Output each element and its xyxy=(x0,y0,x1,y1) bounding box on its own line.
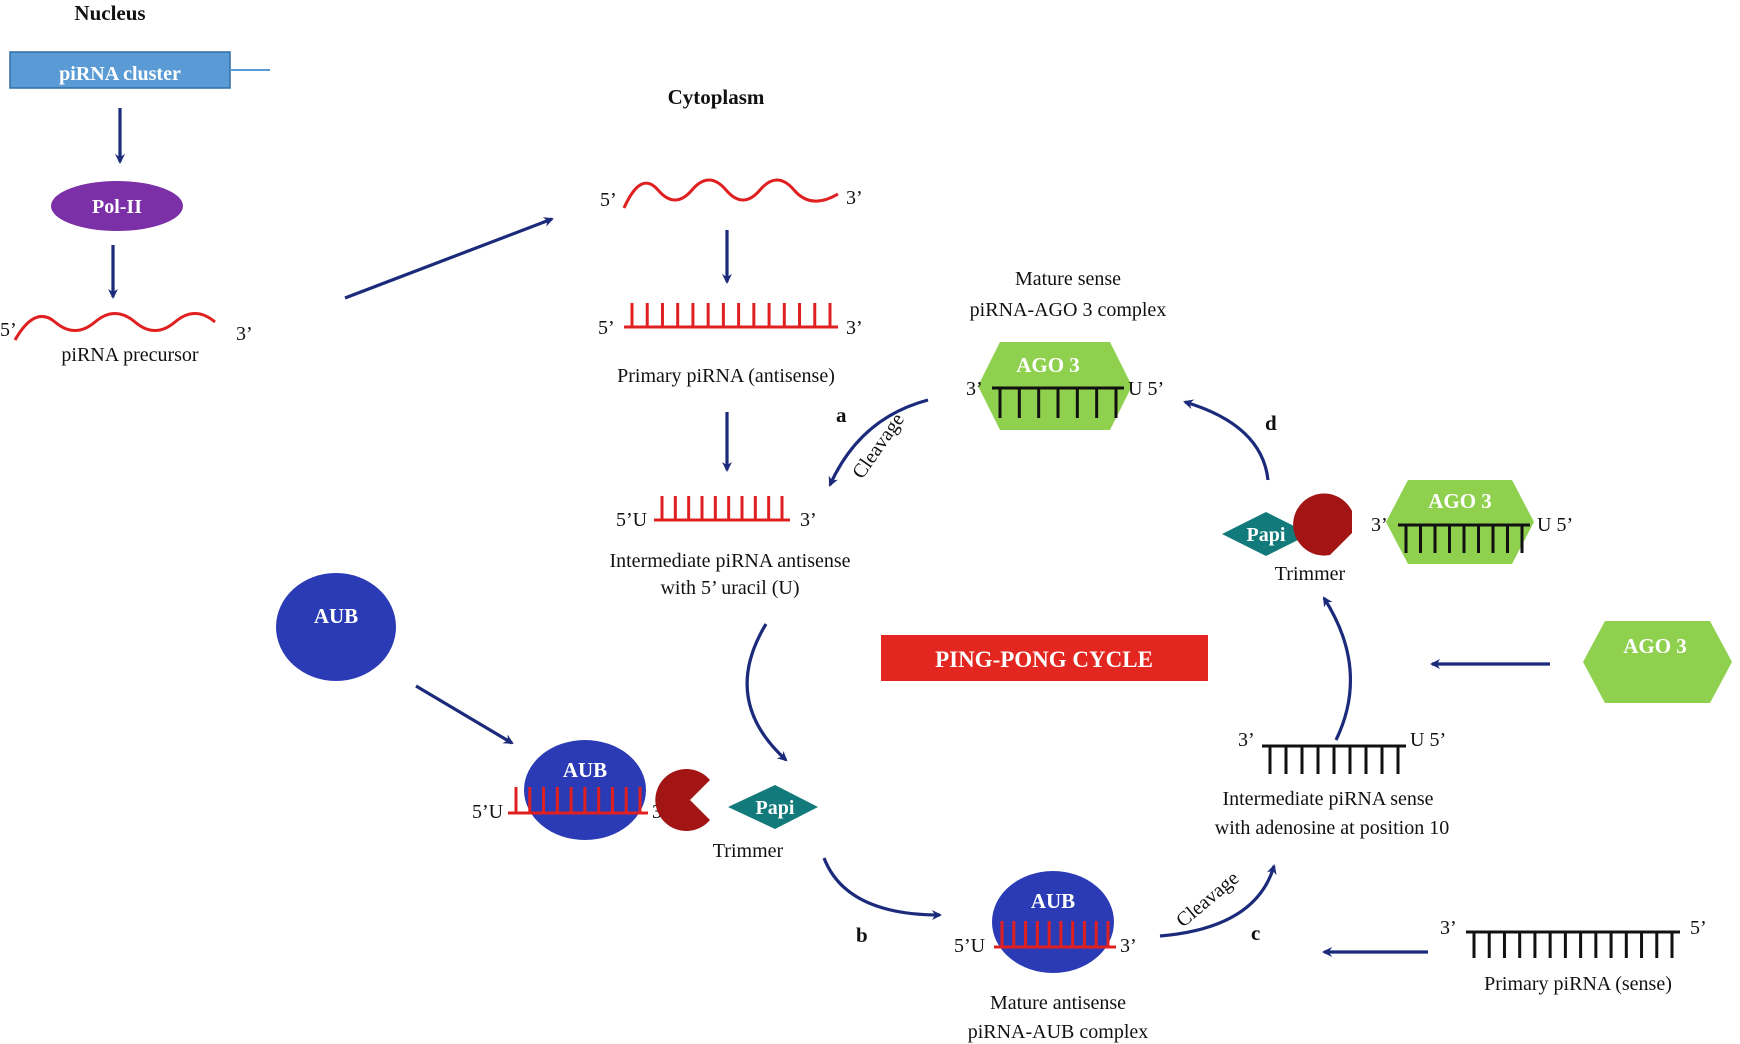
cyto-precursor-wave xyxy=(622,178,839,209)
intermediate-antisense-5prime-u: 5’U xyxy=(616,509,648,531)
arrow-b xyxy=(822,857,942,920)
primary-antisense-label: Primary piRNA (antisense) xyxy=(617,365,835,387)
aub-intermediate-complex: AUB 5’U 3’ xyxy=(472,740,669,840)
pirna-precursor: 5’ 3’ piRNA precursor xyxy=(0,312,253,366)
primary-antisense-5prime: 5’ xyxy=(598,317,615,339)
intermediate-antisense-3prime: 3’ xyxy=(800,509,817,531)
cyto-precursor-3prime: 3’ xyxy=(846,187,863,209)
papi-trimmer-bottom: Papi Trimmer xyxy=(655,768,818,862)
ago3-mature-u5prime: U 5’ xyxy=(1128,378,1164,400)
step-c-label: c xyxy=(1251,921,1260,945)
cleavage-label-a: Cleavage xyxy=(848,409,909,483)
step-a-label: a xyxy=(836,403,847,427)
trimmer-top-label: Trimmer xyxy=(1275,563,1346,585)
intermediate-antisense-label-2: with 5’ uracil (U) xyxy=(660,577,799,599)
aub-free: AUB xyxy=(276,573,396,681)
trimmer-bottom-label: Trimmer xyxy=(713,840,784,862)
ago3-intermediate-u5prime: U 5’ xyxy=(1537,514,1573,536)
mature-sense-label-1: Mature sense xyxy=(1015,268,1121,290)
intermediate-sense-strand xyxy=(1262,744,1406,774)
primary-antisense-3prime: 3’ xyxy=(846,317,863,339)
ago3-hexagon-free xyxy=(1583,621,1732,703)
ago3-intermediate-label: AGO 3 xyxy=(1428,489,1492,513)
ago3-intermediate-strand xyxy=(1398,523,1530,553)
ping-pong-box xyxy=(881,635,1208,681)
trimmer-pacman-bottom xyxy=(655,768,710,831)
ago3-mature-3prime: 3’ xyxy=(966,378,983,400)
aub-free-ellipse xyxy=(276,573,396,681)
ago3-hexagon-mature xyxy=(978,342,1132,430)
papi-top-label: Papi xyxy=(1247,524,1286,546)
cleavage-label-c: Cleavage xyxy=(1172,867,1243,932)
primary-sense-3prime: 3’ xyxy=(1440,917,1457,939)
aub-intermediate-strand xyxy=(508,787,648,815)
ago3-intermediate-complex: AGO 3 3’ U 5’ xyxy=(1371,480,1573,564)
aub-mature-3prime: 3’ xyxy=(1120,935,1137,957)
pol2-ellipse xyxy=(51,181,183,231)
arrow-aub-loading xyxy=(415,684,514,745)
arrow-d xyxy=(1183,399,1270,481)
aub-free-label: AUB xyxy=(314,604,358,628)
cleavage-arrow-c xyxy=(1159,864,1277,938)
precursor-3prime: 3’ xyxy=(236,323,253,345)
aub-intermediate-5prime-u: 5’U xyxy=(472,801,504,823)
aub-mature-complex: AUB 5’U 3’ Mature antisense piRNA-AUB co… xyxy=(954,871,1148,1043)
ago3-mature-label: AGO 3 xyxy=(1016,353,1080,377)
cleavage-arrow-a xyxy=(828,398,929,487)
intermediate-pirna-antisense: 5’U 3’ Intermediate piRNA antisense with… xyxy=(609,496,851,599)
pirna-cluster-label: piRNA cluster xyxy=(59,63,181,85)
intermediate-antisense-label-1: Intermediate piRNA antisense xyxy=(609,550,850,572)
ping-pong-banner: PING-PONG CYCLE xyxy=(881,635,1208,681)
ago3-mature-strand xyxy=(992,386,1124,418)
step-b-label: b xyxy=(856,923,868,947)
cytoplasm-precursor: 5’ 3’ xyxy=(600,178,863,211)
arrow-nucleus-to-cytoplasm xyxy=(344,217,554,300)
intermediate-sense-u5prime: U 5’ xyxy=(1410,729,1446,751)
intermediate-antisense-strand xyxy=(654,496,790,522)
aub-intermediate-label: AUB xyxy=(563,758,607,782)
cyto-precursor-5prime: 5’ xyxy=(600,189,617,211)
nucleus-title: Nucleus xyxy=(74,1,145,25)
primary-sense-strand xyxy=(1466,930,1680,958)
ago3-mature-complex: AGO 3 3’ U 5’ xyxy=(966,342,1164,430)
pirna-cluster: piRNA cluster xyxy=(9,51,270,89)
primary-sense-label: Primary piRNA (sense) xyxy=(1484,973,1672,995)
precursor-5prime: 5’ xyxy=(0,319,17,341)
mature-sense-label-2: piRNA-AGO 3 complex xyxy=(970,299,1167,321)
ago3-intermediate-3prime: 3’ xyxy=(1371,514,1388,536)
ago3-free: AGO 3 xyxy=(1583,621,1732,703)
mature-antisense-label-1: Mature antisense xyxy=(990,992,1126,1014)
arrow-intermediate-sense-up xyxy=(1322,596,1352,741)
primary-pirna-sense: 3’ 5’ Primary piRNA (sense) xyxy=(1322,917,1707,995)
primary-antisense-strand xyxy=(624,303,838,329)
trimmer-pacman-top xyxy=(1293,493,1352,556)
arrow-intermediate-antisense-down xyxy=(745,623,788,762)
intermediate-sense-3prime: 3’ xyxy=(1238,729,1255,751)
aub-mature-label: AUB xyxy=(1031,889,1075,913)
papi-trimmer-top: Papi Trimmer xyxy=(1222,493,1352,585)
papi-bottom-label: Papi xyxy=(756,797,795,819)
pirna-cluster-box xyxy=(9,51,231,89)
ago3-free-label: AGO 3 xyxy=(1623,634,1687,658)
primary-pirna-antisense: 5’ 3’ Primary piRNA (antisense) xyxy=(598,303,863,387)
pol2-enzyme: Pol-II xyxy=(51,181,183,231)
intermediate-sense-label-2: with adenosine at position 10 xyxy=(1215,817,1449,839)
pol2-label: Pol-II xyxy=(92,196,142,218)
papi-diamond-top xyxy=(1222,512,1310,556)
aub-mature-strand xyxy=(994,921,1116,949)
intermediate-sense-label-1: Intermediate piRNA sense xyxy=(1222,788,1433,810)
pirna-precursor-label: piRNA precursor xyxy=(61,344,199,366)
cytoplasm-title: Cytoplasm xyxy=(668,85,765,109)
step-d-label: d xyxy=(1265,411,1277,435)
precursor-wave xyxy=(13,312,216,341)
ping-pong-label: PING-PONG CYCLE xyxy=(935,647,1153,672)
intermediate-pirna-sense: 3’ U 5’ Intermediate piRNA sense with ad… xyxy=(1215,729,1449,839)
primary-sense-5prime: 5’ xyxy=(1690,917,1707,939)
aub-mature-5prime-u: 5’U xyxy=(954,935,986,957)
papi-diamond-bottom xyxy=(728,785,818,829)
ago3-hexagon-intermediate xyxy=(1386,480,1534,564)
mature-antisense-label-2: piRNA-AUB complex xyxy=(968,1021,1149,1043)
